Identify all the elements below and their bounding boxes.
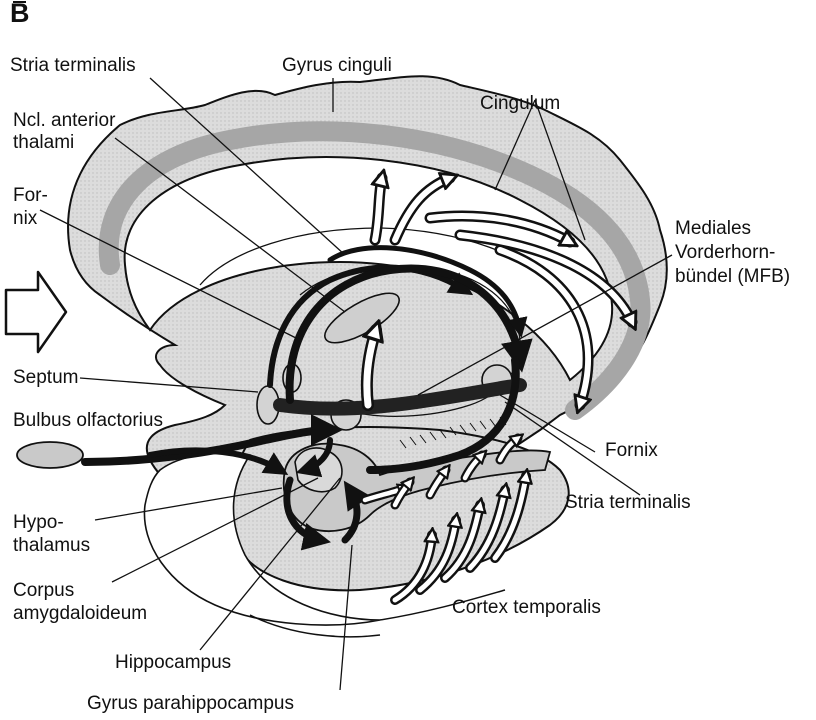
label-fornix-left-2: nix (13, 208, 37, 230)
label-hypothalamus-1: Hypo- (13, 512, 64, 534)
label-hypothalamus-2: thalamus (13, 535, 90, 557)
label-hippocampus: Hippocampus (115, 652, 231, 674)
label-fornix-right: Fornix (605, 440, 658, 462)
label-corpus-1: Corpus (13, 580, 74, 602)
label-fornix-left-1: For- (13, 185, 48, 207)
label-ncl-anterior-2: thalami (13, 132, 74, 154)
label-gyrus-cinguli: Gyrus cinguli (282, 55, 392, 77)
label-bulbus-olfactorius: Bulbus olfactorius (13, 410, 163, 432)
label-stria-terminalis-bottom: Stria terminalis (565, 492, 691, 514)
label-stria-terminalis-top: Stria terminalis (10, 55, 136, 77)
label-mfb-2: Vorderhorn- (675, 242, 775, 264)
label-gyrus-parahippocampus: Gyrus parahippocampus (87, 693, 294, 715)
input-arrow-left (6, 272, 66, 352)
label-ncl-anterior-1: Ncl. anterior (13, 110, 115, 132)
label-cortex-temporalis: Cortex temporalis (452, 597, 601, 619)
label-mfb-1: Mediales (675, 218, 751, 240)
bulbus-olfactorius-shape (17, 442, 83, 468)
label-mfb-3: bündel (MFB) (675, 266, 790, 288)
cingulum-arrow-1 (375, 178, 382, 240)
label-cingulum: Cingulum (480, 93, 560, 115)
label-septum: Septum (13, 367, 78, 389)
label-corpus-2: amygdaloideum (13, 603, 147, 625)
